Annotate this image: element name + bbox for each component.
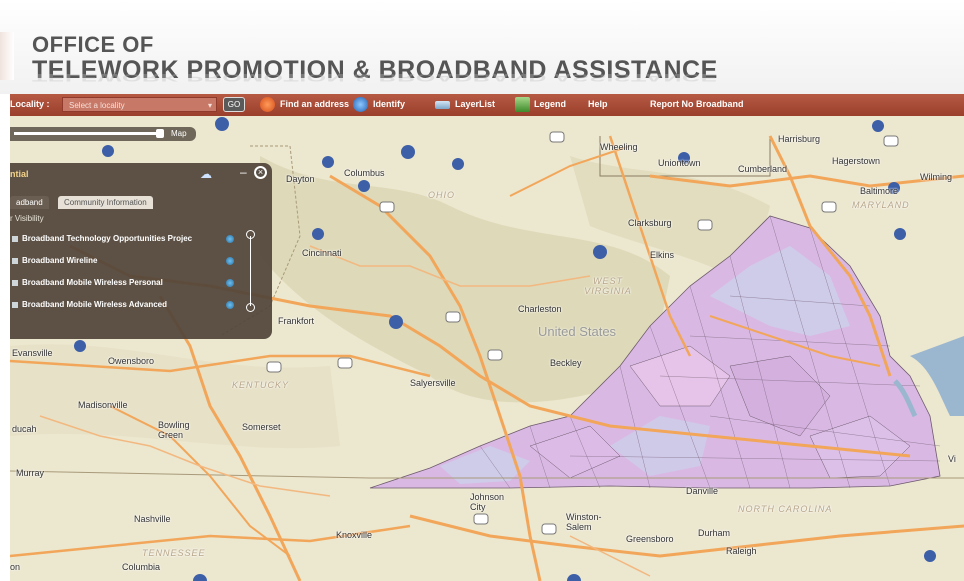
layer-list-icon[interactable]: [435, 101, 450, 109]
legend-button[interactable]: Legend: [534, 99, 567, 109]
zoom-track[interactable]: [14, 132, 162, 135]
city-label: Nashville: [134, 514, 171, 524]
legend-icon[interactable]: [515, 97, 530, 112]
city-label: Murray: [16, 468, 45, 478]
tab-broadband[interactable]: adband: [10, 196, 49, 209]
city-label: Wilming: [920, 172, 953, 182]
map-zoom-slider[interactable]: Map: [10, 127, 196, 141]
city-label: Columbus: [344, 168, 385, 178]
city-label: on: [10, 562, 21, 572]
city-label: Bowling Green: [158, 420, 190, 440]
help-link[interactable]: Help: [588, 99, 608, 109]
city-label: Somerset: [242, 422, 281, 432]
globe-icon[interactable]: [226, 235, 234, 243]
globe-icon[interactable]: [226, 301, 234, 309]
city-label: Columbia: [122, 562, 161, 572]
layer-label: Broadband Technology Opportunities Proje…: [22, 234, 193, 243]
state-label: KENTUCKY: [232, 380, 290, 390]
city-label: ducah: [12, 424, 37, 434]
city-label: Vi: [948, 454, 956, 464]
city-label: Harrisburg: [778, 134, 821, 144]
city-label: Evansville: [12, 348, 53, 358]
city-label: Baltimore: [860, 186, 899, 196]
city-label: Johnson City: [470, 492, 505, 512]
city-label: Frankfort: [278, 316, 315, 326]
slider-handle-bottom[interactable]: [246, 303, 255, 312]
logo-accent: [0, 32, 14, 80]
city-label: Owensboro: [108, 356, 155, 366]
city-label: Madisonville: [78, 400, 128, 410]
city-label: Cincinnati: [302, 248, 342, 258]
city-label: Raleigh: [726, 546, 757, 556]
globe-icon[interactable]: [226, 257, 234, 265]
layer-label: Broadband Mobile Wireless Advanced: [22, 300, 167, 309]
find-address-button[interactable]: Find an address: [280, 99, 350, 109]
panel-title: ntial: [10, 169, 29, 179]
city-label: Charleston: [518, 304, 562, 314]
app-header: OFFICE OF TELEWORK PROMOTION & BROADBAND…: [0, 0, 964, 94]
layer-item[interactable]: Broadband Technology Opportunities Proje…: [12, 232, 234, 246]
close-button[interactable]: ×: [254, 166, 267, 179]
zoom-map-label: Map: [171, 129, 187, 138]
city-label: Clarksburg: [628, 218, 672, 228]
globe-icon[interactable]: [226, 279, 234, 287]
city-label: Winston-Salem: [566, 512, 602, 532]
city-label: Knoxville: [336, 530, 373, 540]
title-reflection: TELEWORK PROMOTION & BROADBAND ASSISTANC…: [32, 71, 718, 84]
city-label: Beckley: [550, 358, 582, 368]
city-label: Durham: [698, 528, 731, 538]
city-label: Hagerstown: [832, 156, 881, 166]
map-graphics: [10, 117, 964, 581]
tab-community-information[interactable]: Community Information: [58, 196, 153, 209]
city-label: Salyersville: [410, 378, 456, 388]
identify-icon[interactable]: [353, 97, 368, 112]
city-label: Uniontown: [658, 158, 701, 168]
city-label: Elkins: [650, 250, 675, 260]
report-no-broadband-link[interactable]: Report No Broadband: [650, 99, 744, 109]
go-button[interactable]: GO: [223, 97, 245, 112]
minimize-button[interactable]: –: [240, 165, 247, 179]
state-label: NORTH CAROLINA: [738, 504, 833, 514]
locality-select-value: Select a locality: [69, 101, 125, 110]
layer-list-button[interactable]: LayerList: [455, 99, 496, 109]
visibility-label: r Visibility: [10, 214, 44, 223]
state-label: WEST VIRGINIA: [584, 276, 632, 296]
find-address-icon[interactable]: [260, 97, 275, 112]
state-label: TENNESSEE: [142, 548, 206, 558]
city-label: Wheeling: [600, 142, 638, 152]
layer-toggle[interactable]: [12, 279, 18, 286]
layer-toggle[interactable]: [12, 235, 18, 242]
locality-select[interactable]: Select a locality ▾: [62, 97, 217, 112]
locality-label: Locality :: [10, 99, 50, 109]
city-label: Danville: [686, 486, 719, 496]
page-title-line2: TELEWORK PROMOTION & BROADBAND ASSISTANC…: [32, 56, 718, 84]
page-title-line1: OFFICE OF: [32, 32, 154, 57]
identify-button[interactable]: Identify: [373, 99, 406, 109]
layer-panel: ntial ☁ – × adband Community Information…: [10, 163, 272, 339]
city-label: Greensboro: [626, 534, 674, 544]
slider-handle-top[interactable]: [246, 230, 255, 239]
state-label: MARYLAND: [852, 200, 910, 210]
layer-item[interactable]: Broadband Mobile Wireless Advanced: [12, 298, 234, 312]
layer-toggle[interactable]: [12, 257, 18, 264]
layer-label: Broadband Mobile Wireless Personal: [22, 278, 163, 287]
layers-icon[interactable]: ☁: [200, 167, 212, 181]
layer-item[interactable]: Broadband Wireline: [12, 254, 234, 268]
city-label: Cumberland: [738, 164, 788, 174]
state-label: OHIO: [428, 190, 456, 200]
chevron-down-icon: ▾: [207, 101, 212, 110]
layer-toggle[interactable]: [12, 301, 18, 308]
city-label: Dayton: [286, 174, 315, 184]
zoom-handle[interactable]: [156, 129, 164, 138]
main-toolbar: Locality : Select a locality ▾ GO Find a…: [10, 94, 964, 116]
layer-item[interactable]: Broadband Mobile Wireless Personal: [12, 276, 234, 290]
country-label: United States: [538, 324, 617, 339]
layer-label: Broadband Wireline: [22, 256, 98, 265]
transparency-slider[interactable]: [246, 230, 255, 312]
